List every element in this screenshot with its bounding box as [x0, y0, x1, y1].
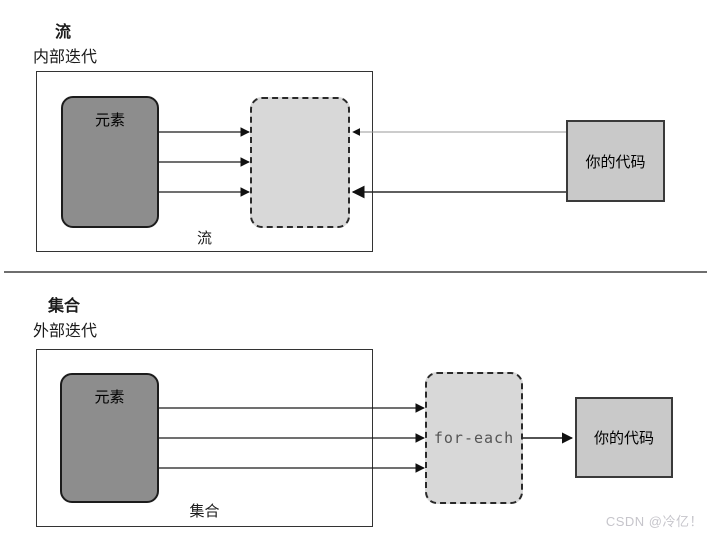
internal-iteration-subtitle: 内部迭代 [33, 49, 98, 66]
your-code-box-bottom: 你的代码 [575, 397, 673, 478]
section-divider [4, 271, 707, 273]
your-code-label-top: 你的代码 [585, 153, 646, 171]
collection-container-caption: 集合 [189, 503, 220, 520]
arrows-code-to-stream [351, 128, 566, 199]
stream-elements-label: 元素 [94, 112, 125, 129]
stream-pipeline-dashed-box [250, 97, 350, 228]
your-code-label-bottom: 你的代码 [593, 430, 654, 447]
your-code-box-top: 你的代码 [566, 120, 665, 202]
stream-container-caption: 流 [196, 230, 212, 247]
external-iteration-subtitle: 外部迭代 [33, 323, 98, 340]
foreach-label: for-each [433, 429, 515, 447]
foreach-dashed-box: for-each [425, 372, 523, 504]
collection-elements-label: 元素 [94, 389, 125, 406]
collection-elements-box: 元素 [60, 373, 159, 503]
csdn-watermark: CSDN @冷亿！ [605, 514, 703, 529]
stream-elements-box: 元素 [61, 96, 159, 228]
collection-section-title: 集合 [48, 298, 81, 315]
stream-section-title: 流 [55, 24, 72, 41]
